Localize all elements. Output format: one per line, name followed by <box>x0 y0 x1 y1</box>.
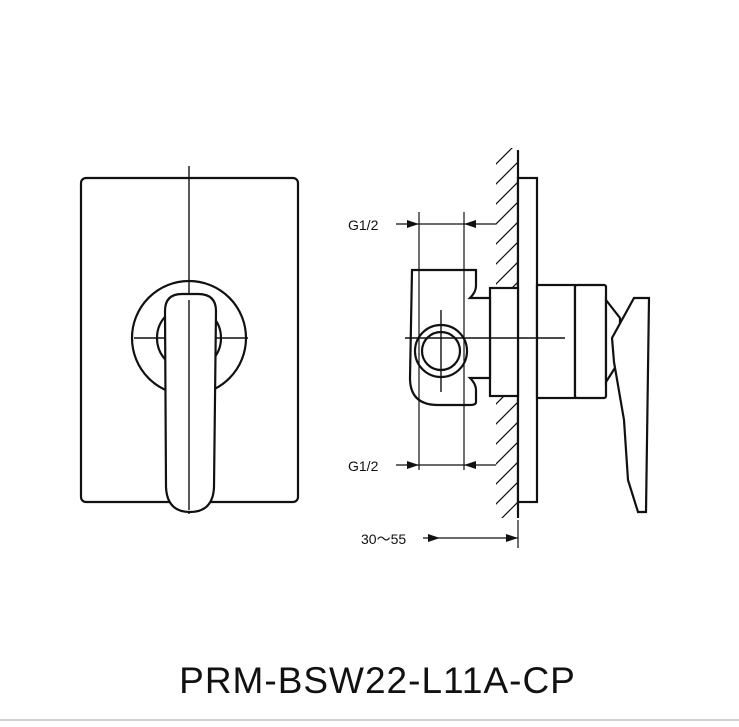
dim-label-wall-depth: 30～55 <box>361 531 406 547</box>
front-view <box>79 166 300 514</box>
handle-hub <box>573 283 608 400</box>
dimension-wall-depth: 30～55 <box>361 520 519 548</box>
model-number: PRM-BSW22-L11A-CP <box>179 660 576 701</box>
lever-handle-side <box>610 296 651 514</box>
dimension-bottom: G1/2 <box>348 458 496 474</box>
dimension-top: G1/2 <box>348 217 496 233</box>
dim-label-bottom: G1/2 <box>348 458 379 474</box>
bottom-rule <box>0 719 739 721</box>
side-view <box>405 148 651 518</box>
dim-label-top: G1/2 <box>348 217 379 233</box>
cover-plate-profile <box>516 176 539 504</box>
lever-handle-front <box>163 292 218 514</box>
valve-body-rear <box>488 286 520 398</box>
cartridge-housing <box>535 283 577 400</box>
